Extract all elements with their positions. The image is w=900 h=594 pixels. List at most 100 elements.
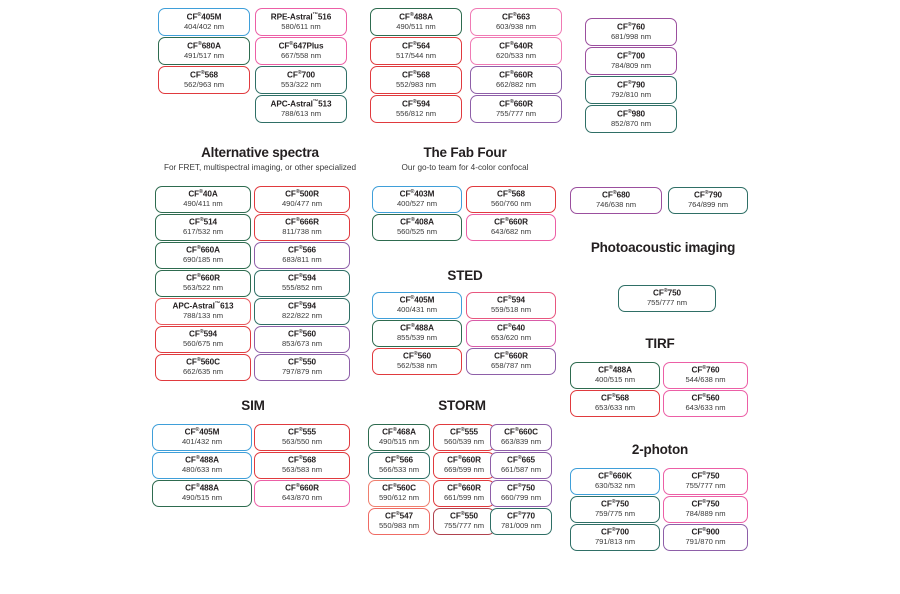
dye-spectra-values: 852/870 nm (610, 118, 652, 128)
dye-name: CF®594 (288, 301, 316, 312)
section-title-the-fab-four: The Fab Four (423, 145, 507, 160)
dye-spectra-values: 617/532 nm (182, 227, 224, 237)
dye-name: CF®566 (288, 245, 316, 256)
dye-spectra-values: 811/738 nm (282, 227, 322, 237)
section-subtitle-the-fab-four: Our go-to team for 4-color confocal (401, 163, 529, 172)
dye-name: CF®403M (399, 189, 435, 200)
dye-spectra-values: 658/787 nm (490, 361, 532, 371)
dye-name: CF®568 (497, 189, 525, 200)
dye-name: CF®680A (187, 40, 221, 51)
dye-spectra-values: 784/809 nm (610, 60, 652, 70)
dye-spectra-values: 490/515 nm (181, 493, 223, 503)
dye-name: CF®488A (185, 455, 219, 466)
dye-spectra-values: 792/810 nm (610, 89, 652, 99)
dye-spectra-values: 681/998 nm (610, 31, 652, 41)
dye-spectra-values: 555/852 nm (281, 283, 323, 293)
dye-name: CF®660R (285, 483, 319, 494)
dye-spectra-values: 544/638 nm (685, 375, 726, 385)
section-subtitle-alternative-spectra: For FRET, multispectral imaging, or othe… (163, 163, 357, 172)
dye-spectra-values: 759/775 nm (594, 509, 636, 519)
dye-name: CF®594 (288, 273, 316, 284)
dye-name: CF®488A (400, 323, 434, 334)
dye-spectra-values: 797/879 nm (281, 367, 323, 377)
section-title-sim: SIM (241, 398, 265, 413)
dye-name: CF®568 (601, 393, 629, 404)
